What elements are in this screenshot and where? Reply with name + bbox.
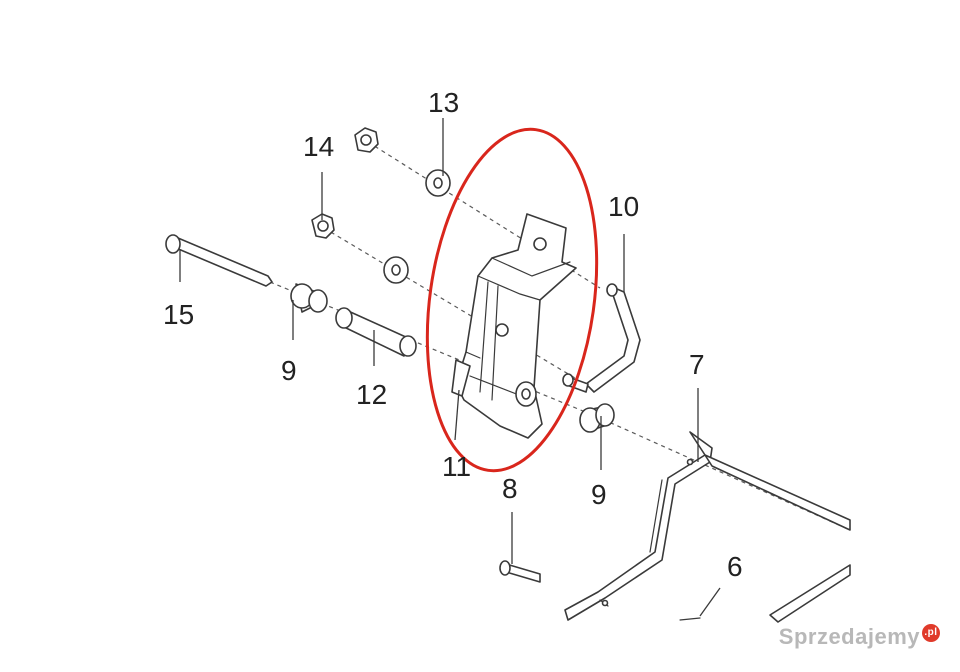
pin-part-8	[499, 560, 541, 583]
rod-part-10	[562, 283, 641, 393]
nut-part-14	[311, 213, 335, 239]
nut-part-13	[354, 127, 379, 153]
frame-part-7	[564, 431, 851, 621]
watermark-badge: .pl	[922, 624, 940, 642]
pin-part-15	[165, 234, 273, 287]
callout-15: 15	[163, 299, 194, 330]
callout-8: 8	[502, 473, 518, 504]
frame-part-6	[679, 564, 851, 623]
assembly-line-15	[269, 281, 851, 531]
bracket-part-11	[451, 213, 577, 439]
callout-12: 12	[356, 379, 387, 410]
callout-7: 7	[689, 349, 705, 380]
washer-part-14	[383, 256, 409, 284]
callout-9-left: 9	[281, 355, 297, 386]
callout-6: 6	[727, 551, 743, 582]
leader-11	[454, 389, 460, 441]
callout-10: 10	[608, 191, 639, 222]
leader-6	[699, 587, 721, 617]
bushing-part-9-left	[290, 283, 328, 313]
bushing-part-9-right	[579, 403, 615, 433]
spacer-part-12	[335, 307, 417, 357]
highlight-ellipse	[425, 127, 599, 473]
callout-11: 11	[442, 451, 471, 482]
assembly-line-13	[367, 141, 601, 289]
watermark-logo: Sprzedajemy.pl	[779, 624, 940, 650]
callout-14: 14	[303, 131, 334, 162]
callout-9-right: 9	[591, 479, 607, 510]
watermark-text: Sprzedajemy	[778, 624, 920, 649]
washer-part-13	[425, 169, 451, 197]
callout-13: 13	[428, 87, 459, 118]
